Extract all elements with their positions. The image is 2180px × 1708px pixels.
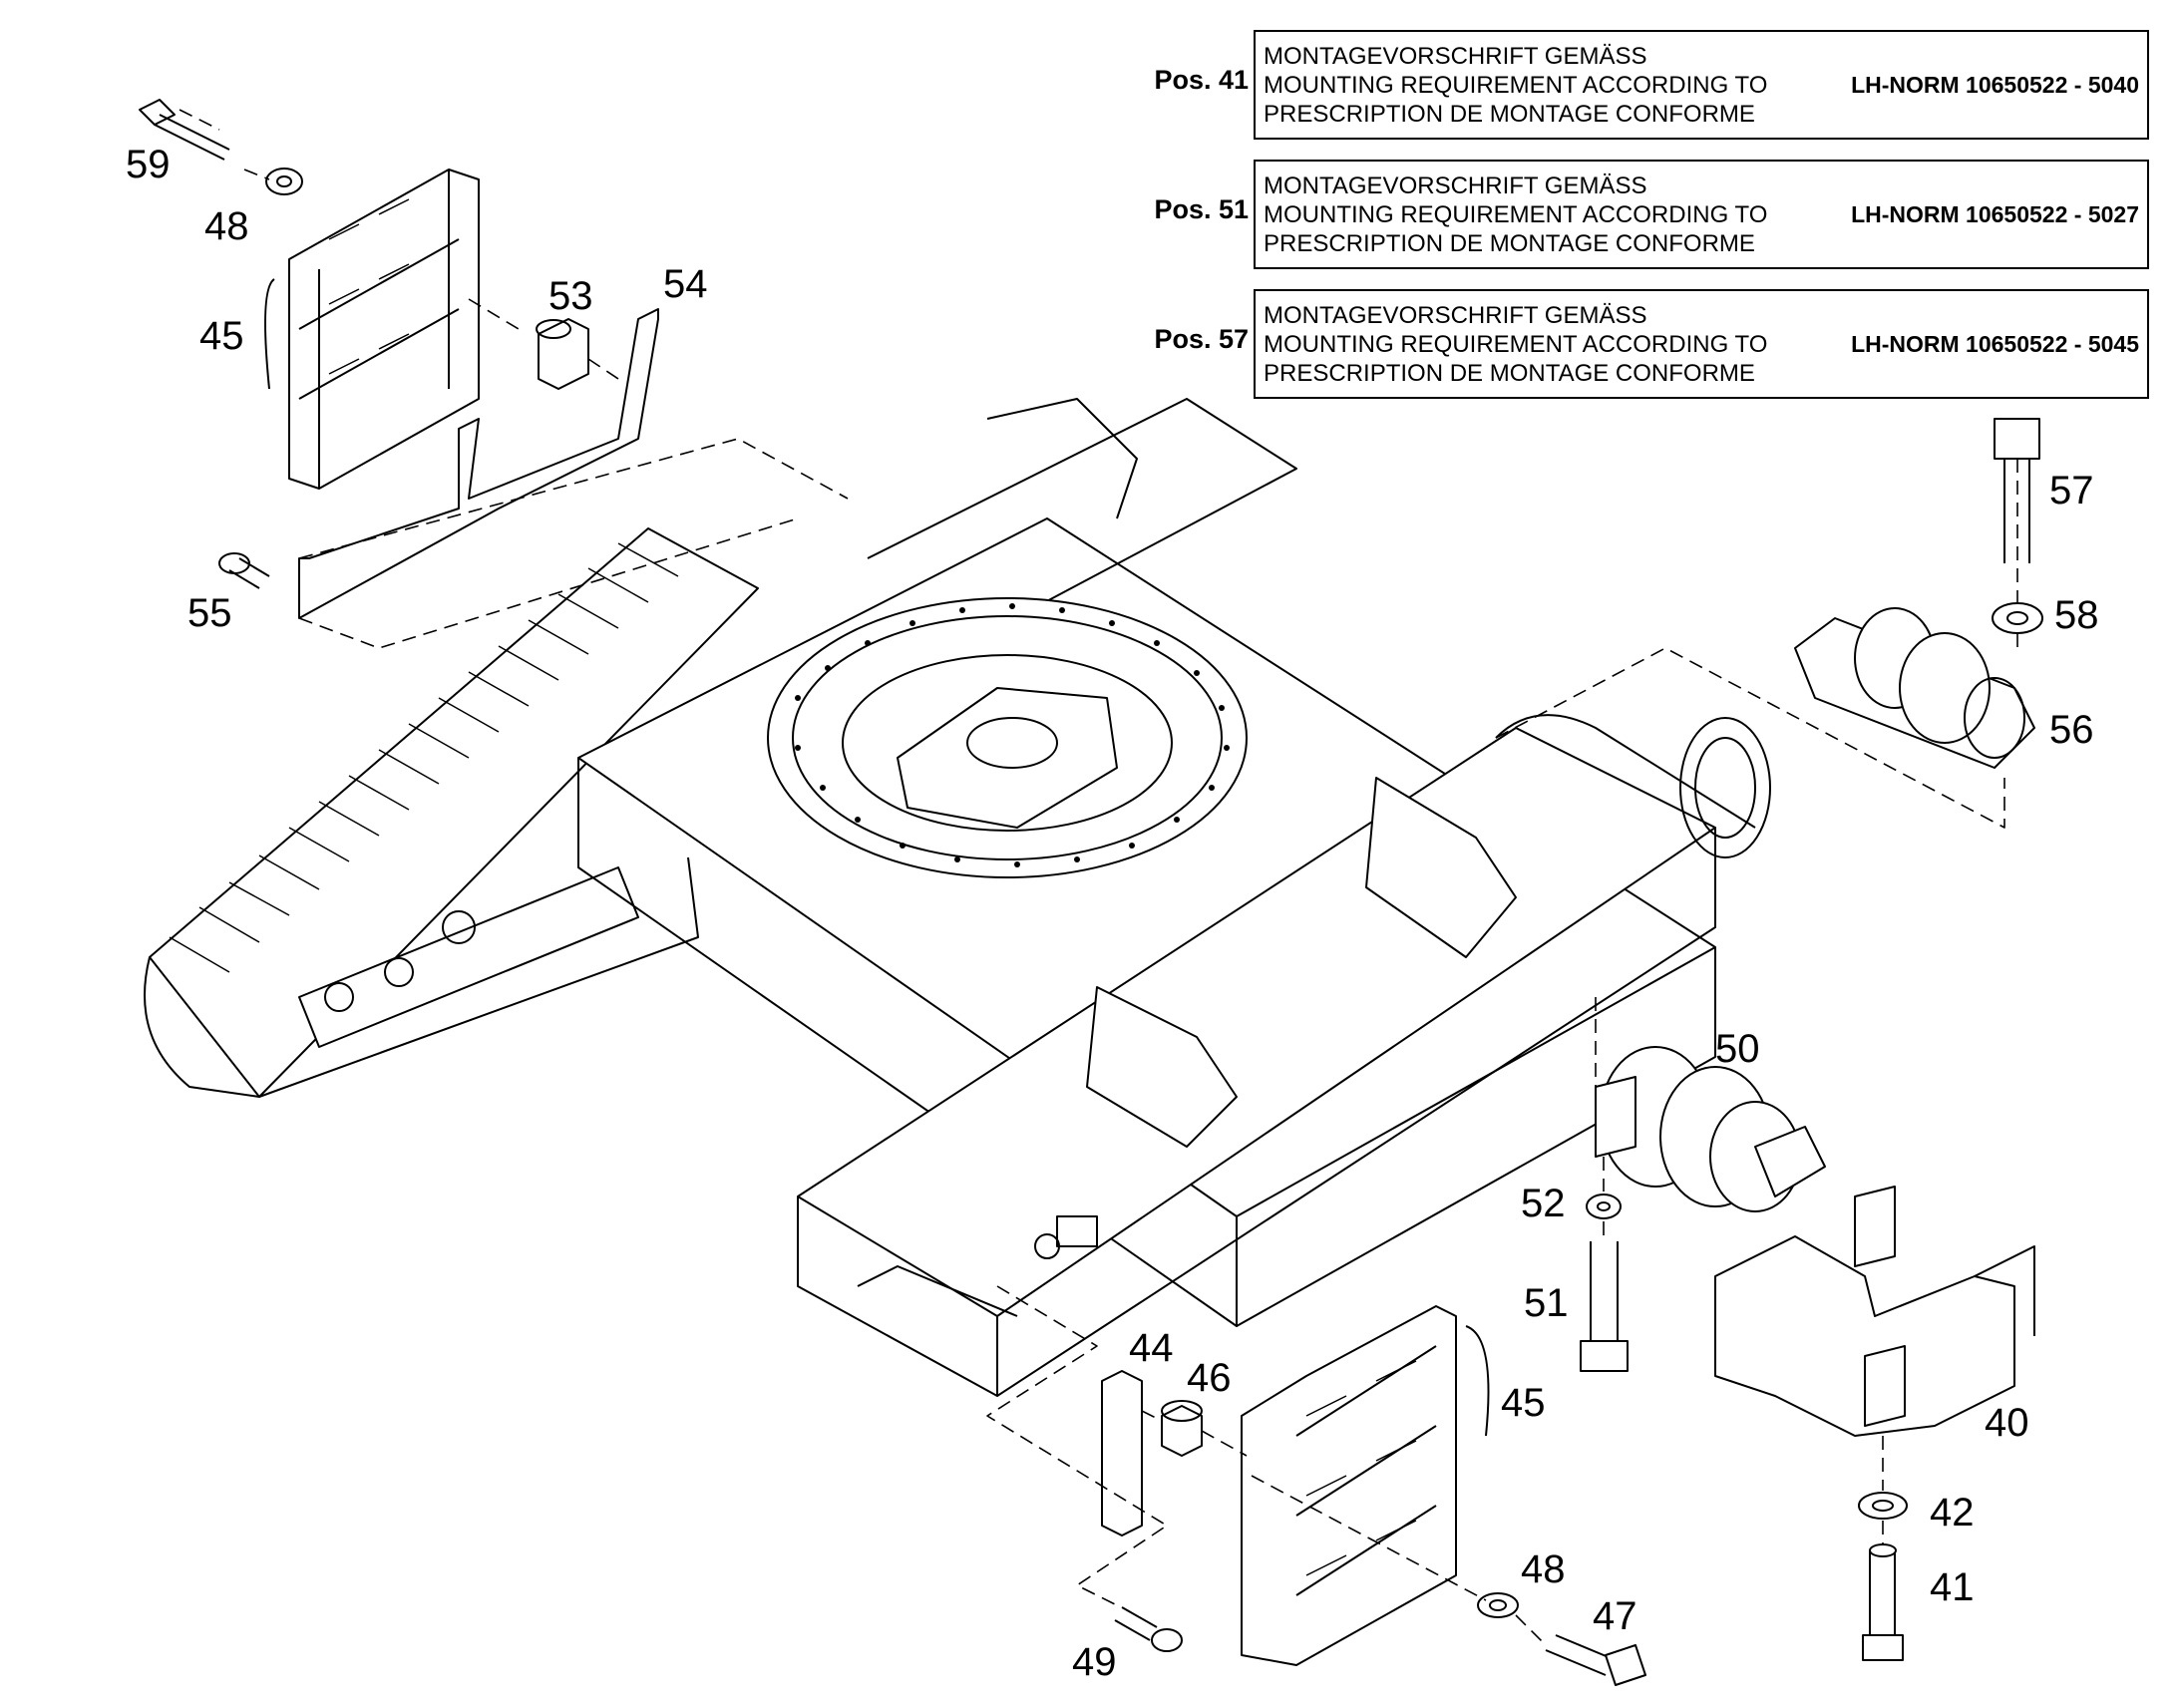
note-norm: LH-NORM 10650522 - 5045 xyxy=(1851,331,2139,357)
note-pos-51: Pos. 51 xyxy=(1154,194,1249,224)
note-norm: LH-NORM 10650522 - 5027 xyxy=(1851,201,2139,227)
bolt-49 xyxy=(1114,1606,1183,1652)
step-ladder-45-lower xyxy=(1241,1305,1490,1666)
callout-44: 44 xyxy=(1129,1326,1174,1370)
washer-48-lower xyxy=(1477,1592,1519,1618)
bolt-55 xyxy=(218,552,270,589)
note-line-de: MONTAGEVORSCHRIFT GEMÄSS xyxy=(1264,172,1647,199)
note-line-de: MONTAGEVORSCHRIFT GEMÄSS xyxy=(1264,43,1647,70)
callout-45: 45 xyxy=(199,314,244,358)
callout-56: 56 xyxy=(2049,708,2094,752)
spacer-46 xyxy=(1161,1400,1203,1457)
washer-48-upper xyxy=(265,168,303,195)
callout-labels: 59 48 45 53 54 55 57 58 56 50 52 51 44 4… xyxy=(126,143,2099,1684)
callout-41: 41 xyxy=(1930,1565,1975,1609)
callout-55: 55 xyxy=(187,591,232,635)
spacer-53 xyxy=(536,318,589,390)
note-box-51: MONTAGEVORSCHRIFT GEMÄSS MOUNTING REQUIR… xyxy=(1254,160,2149,269)
bolt-47 xyxy=(1545,1634,1646,1686)
washer-52 xyxy=(1586,1194,1622,1219)
track-roller-50 xyxy=(1595,1046,1826,1212)
note-line-fr: PRESCRIPTION DE MONTAGE CONFORME xyxy=(1264,101,1755,128)
note-line-fr: PRESCRIPTION DE MONTAGE CONFORME xyxy=(1264,230,1755,257)
callout-51: 51 xyxy=(1524,1281,1569,1325)
note-line-de: MONTAGEVORSCHRIFT GEMÄSS xyxy=(1264,302,1647,329)
washer-58 xyxy=(1992,602,2043,634)
swing-ring xyxy=(767,597,1248,878)
callout-50: 50 xyxy=(1715,1027,1760,1071)
note-line-en: MOUNTING REQUIREMENT ACCORDING TO xyxy=(1264,201,1768,228)
note-line-fr: PRESCRIPTION DE MONTAGE CONFORME xyxy=(1264,360,1755,387)
callout-53: 53 xyxy=(548,274,593,318)
callout-49: 49 xyxy=(1072,1640,1117,1684)
note-box-57: MONTAGEVORSCHRIFT GEMÄSS MOUNTING REQUIR… xyxy=(1254,289,2149,399)
callout-52: 52 xyxy=(1521,1182,1566,1225)
bolt-51 xyxy=(1580,1241,1629,1372)
washer-42 xyxy=(1858,1492,1908,1520)
track-guide-40 xyxy=(1714,1186,2035,1437)
assembly-lines xyxy=(179,109,2018,1646)
note-norm: LH-NORM 10650522 - 5040 xyxy=(1851,72,2139,98)
note-line-en: MOUNTING REQUIREMENT ACCORDING TO xyxy=(1264,331,1768,358)
callout-58: 58 xyxy=(2054,593,2099,637)
mounting-bar-44 xyxy=(1101,1370,1143,1537)
callout-59: 59 xyxy=(126,143,171,186)
note-box-41: MONTAGEVORSCHRIFT GEMÄSS MOUNTING REQUIR… xyxy=(1254,30,2149,140)
note-line-en: MOUNTING REQUIREMENT ACCORDING TO xyxy=(1264,72,1768,99)
step-ladder-45-upper xyxy=(264,169,480,490)
bolt-57 xyxy=(1994,418,2040,563)
callout-46: 46 xyxy=(1187,1356,1232,1400)
bolt-41 xyxy=(1862,1543,1904,1661)
bolt-59 xyxy=(139,99,230,161)
side-frame-right xyxy=(797,714,1771,1397)
callout-40: 40 xyxy=(1985,1401,2029,1445)
callout-54: 54 xyxy=(663,262,708,306)
callout-45: 45 xyxy=(1501,1381,1546,1425)
callout-48: 48 xyxy=(204,204,249,248)
callout-48: 48 xyxy=(1521,1547,1566,1591)
crawler-track xyxy=(144,527,759,1098)
carrier-roller-56 xyxy=(1794,607,2035,769)
note-pos-57: Pos. 57 xyxy=(1154,324,1249,354)
note-pos-41: Pos. 41 xyxy=(1154,65,1249,95)
callout-57: 57 xyxy=(2049,469,2094,512)
callout-42: 42 xyxy=(1930,1491,1975,1535)
callout-47: 47 xyxy=(1593,1594,1637,1638)
